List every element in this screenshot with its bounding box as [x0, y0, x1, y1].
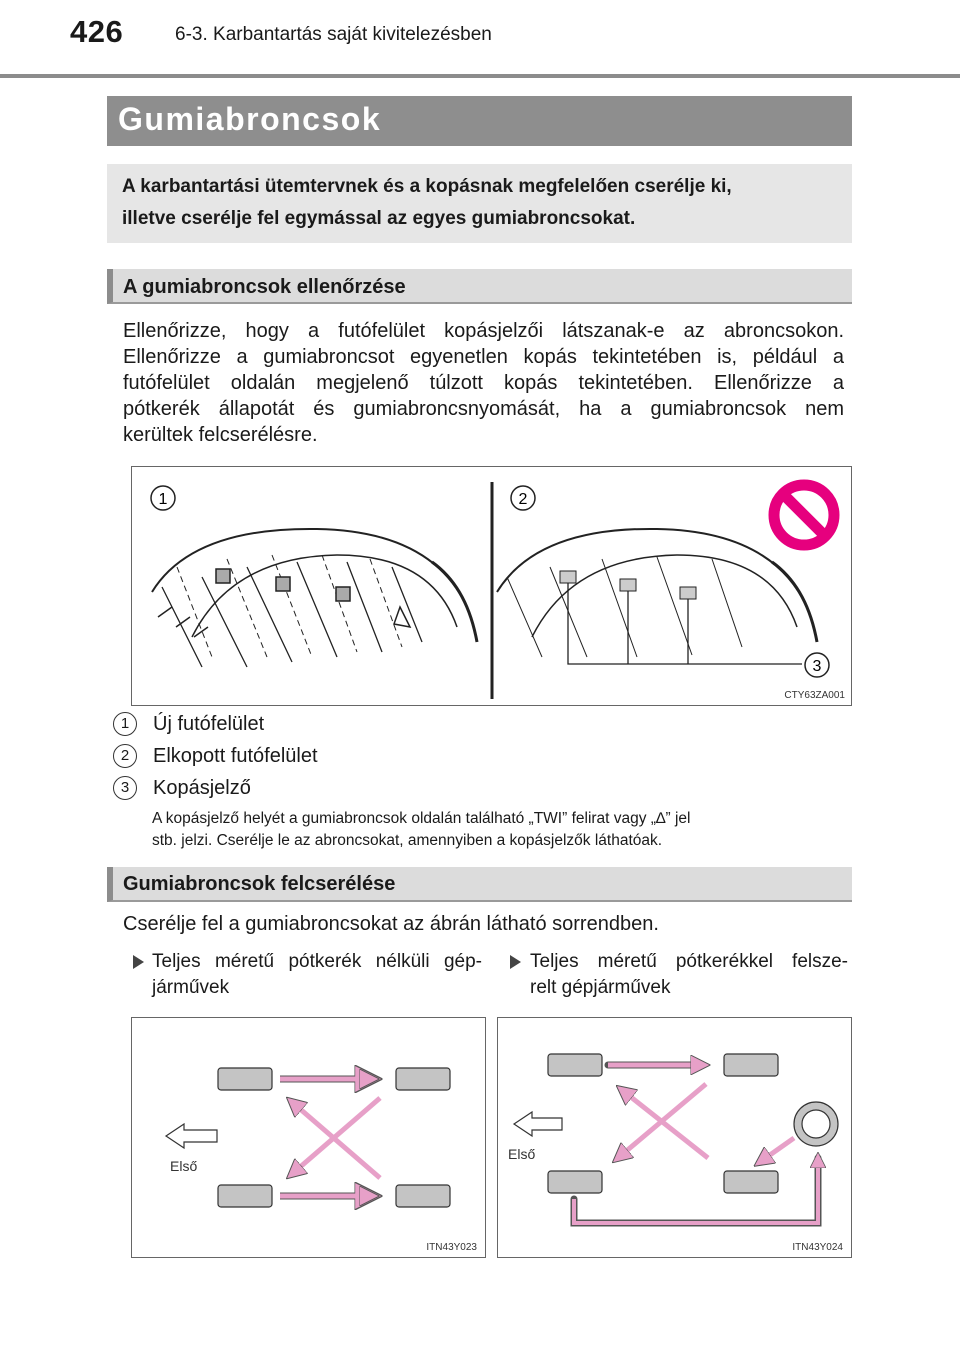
figure-code: ITN43Y024	[792, 1242, 843, 1253]
section-heading-band	[107, 867, 852, 902]
section-heading-rotation: Gumiabroncsok felcserélése	[123, 873, 396, 895]
body-line: futófelület oldalán megjelenő túlzott ko…	[123, 372, 844, 394]
intro-line-2: illetve cserélje fel egymással az egyes …	[122, 208, 636, 229]
left-bullet-line-2: járművek	[152, 977, 230, 998]
legend-text-new-tread: Új futófelület	[153, 713, 265, 735]
intro-line-1: A karbantartási ütemtervnek és a kopásna…	[122, 176, 732, 197]
left-bullet-line-1: Teljes méretű pótkerék nélküli gép-	[152, 951, 482, 972]
right-bullet-line-1: Teljes méretű pótkerékkel felsze-	[530, 951, 848, 972]
prohibited-icon	[768, 479, 840, 551]
body-line: pótkerék állapotát és gumiabroncsnyomásá…	[123, 398, 844, 420]
legend-number-3: 3	[113, 776, 137, 800]
figure-label-3: 3	[813, 658, 822, 675]
title-band	[107, 96, 852, 146]
section-heading-band	[107, 269, 852, 304]
body-line: Ellenőrizze, hogy a futófelület kopásjel…	[123, 320, 844, 342]
bullet-icon	[510, 955, 521, 969]
header-rule	[0, 74, 960, 78]
page-number: 426	[70, 14, 124, 49]
front-label: Első	[170, 1158, 198, 1174]
section-heading-inspection: A gumiabroncsok ellenőrzése	[123, 276, 406, 298]
note-line-1: A kopásjelző helyét a gumiabroncsok olda…	[152, 810, 691, 827]
tire-tread-illustration: 1 2 3	[150, 479, 840, 699]
legend-number-1: 1	[113, 712, 137, 736]
body-line: kerültek felcserélésre.	[123, 424, 318, 446]
rotation-figure-with-spare: Első ITN43Y024	[497, 1017, 852, 1258]
figure-label-2: 2	[519, 491, 528, 508]
legend-text-wear-indicator: Kopásjelző	[153, 777, 251, 799]
figure-code: ITN43Y023	[426, 1242, 477, 1253]
figure-label-1: 1	[159, 491, 168, 508]
legend-text-worn-tread: Elkopott futófelület	[153, 745, 318, 767]
rotation-diagram-four-wheels	[164, 1018, 451, 1257]
figure-code: CTY63ZA001	[784, 690, 845, 701]
front-label: Első	[508, 1146, 536, 1162]
right-bullet-line-2: relt gépjárművek	[530, 977, 671, 998]
intro-box	[107, 164, 852, 243]
page-title: Gumiabroncsok	[118, 101, 382, 137]
legend-number-2: 2	[113, 744, 137, 768]
note-line-2: stb. jelzi. Cserélje le az abroncsokat, …	[152, 832, 663, 849]
rotation-body: Cserélje fel a gumiabroncsokat az ábrán …	[123, 913, 659, 935]
body-line: Ellenőrizze a gumiabroncsot egyenetlen k…	[123, 346, 844, 368]
bullet-icon	[133, 955, 144, 969]
rotation-figure-no-spare: Első ITN43Y023	[131, 1017, 486, 1258]
chapter-title: 6-3. Karbantartás saját kivitelezésben	[175, 24, 492, 45]
rotation-diagram-five-wheels	[512, 1053, 839, 1227]
tire-tread-figure: 1 2 3 CTY63ZA001	[131, 466, 852, 706]
